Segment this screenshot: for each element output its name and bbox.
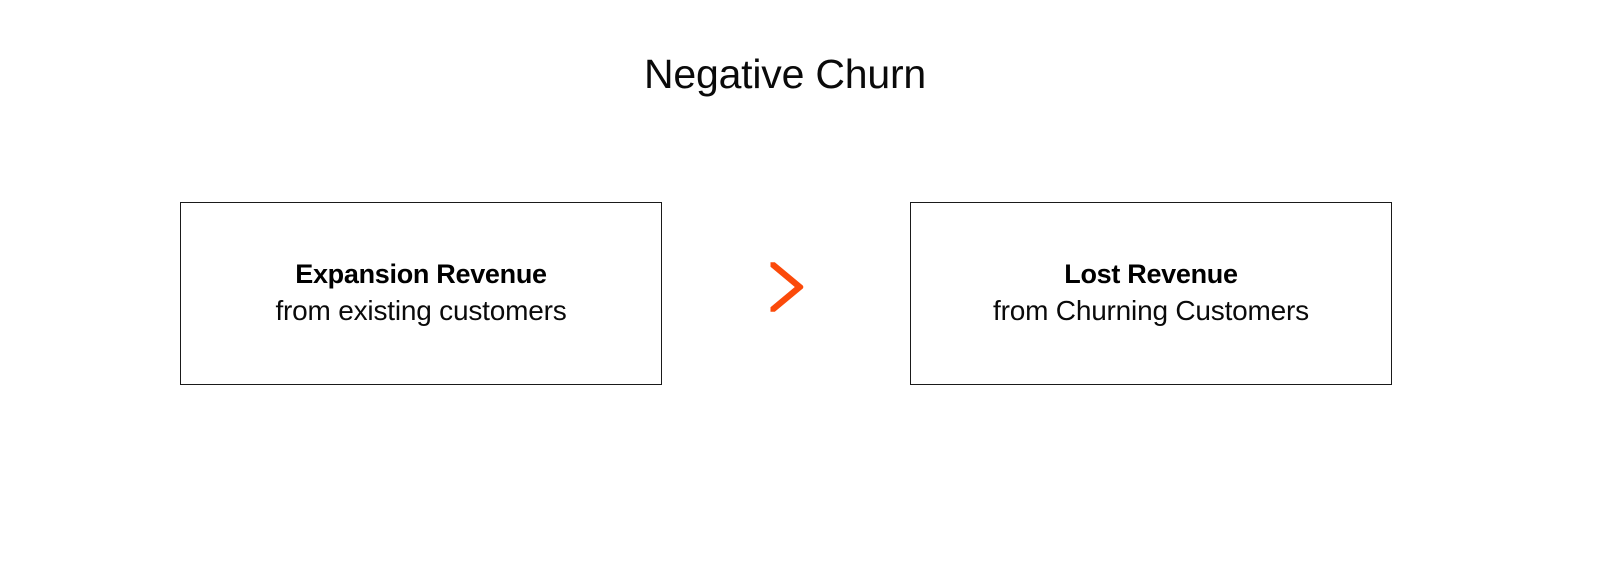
- concept-box-subtext: from existing customers: [275, 294, 567, 326]
- concept-box-heading: Expansion Revenue: [295, 258, 547, 289]
- concept-box-expansion-revenue: Expansion Revenue from existing customer…: [180, 202, 662, 385]
- chevron-right-icon: [764, 258, 810, 316]
- concept-box-subtext: from Churning Customers: [993, 294, 1309, 326]
- concept-box-lost-revenue: Lost Revenue from Churning Customers: [910, 202, 1392, 385]
- concept-box-heading: Lost Revenue: [1064, 258, 1238, 289]
- page-title: Negative Churn: [643, 51, 927, 97]
